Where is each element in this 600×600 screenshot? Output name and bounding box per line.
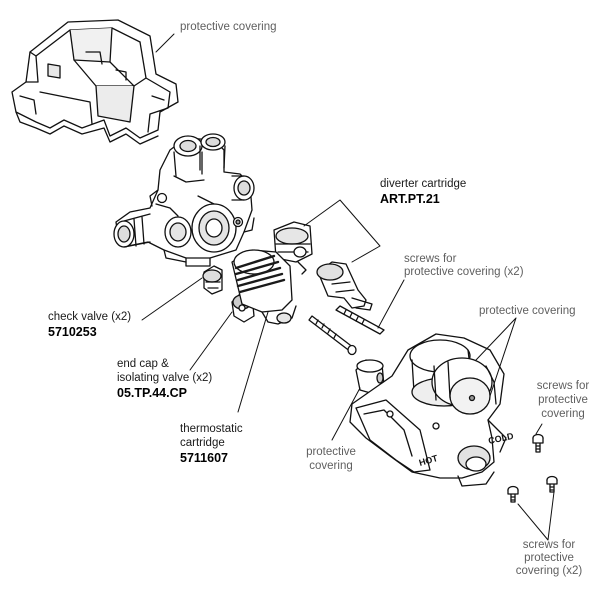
label-diverter: diverter cartridge	[380, 178, 467, 190]
label-mid-covering-2: covering	[309, 460, 353, 472]
label-thermo-2: cartridge	[180, 437, 225, 449]
label-screws-bottom-2: protective	[524, 552, 574, 564]
label-screws-top-1: screws for	[404, 253, 457, 265]
label-thermo-1: thermostatic	[180, 423, 243, 435]
label-screws-bottom-1: screws for	[522, 539, 576, 551]
thermostatic-cartridge-part	[231, 249, 297, 325]
screw-small-right	[532, 433, 544, 453]
valve-body-part	[113, 133, 255, 267]
label-check-valve: check valve (x2)	[48, 311, 132, 323]
screw-small-bottom-left	[507, 485, 519, 503]
screw-long-2	[335, 305, 385, 335]
screw-small-bottom-right	[546, 475, 558, 493]
code-check-valve: 5710253	[48, 325, 97, 339]
diverter-cartridge-part	[273, 221, 373, 311]
check-valve-part	[202, 265, 223, 295]
label-screws-bottom-3: covering (x2)	[515, 565, 583, 577]
label-end-cap-2: isolating valve (x2)	[117, 372, 213, 384]
label-mid-covering-1: protective	[306, 446, 356, 458]
top-protective-covering-part	[11, 19, 179, 145]
code-thermo: 5711607	[180, 451, 228, 465]
leader-lines	[141, 33, 555, 541]
screw-long-1	[308, 315, 357, 356]
label-end-cap-1: end cap &	[117, 358, 169, 370]
label-screws-right-3: covering	[541, 408, 585, 420]
right-protective-covering-part	[349, 333, 507, 487]
label-top-covering: protective covering	[180, 21, 277, 33]
code-end-cap: 05.TP.44.CP	[117, 386, 187, 400]
label-right-covering: protective covering	[479, 305, 576, 317]
label-screws-right-1: screws for	[536, 380, 590, 392]
label-screws-right-2: protective	[538, 394, 588, 406]
sleeve-part	[355, 359, 385, 395]
code-diverter: ART.PT.21	[380, 192, 440, 206]
label-screws-top-2: protective covering (x2)	[404, 266, 524, 278]
